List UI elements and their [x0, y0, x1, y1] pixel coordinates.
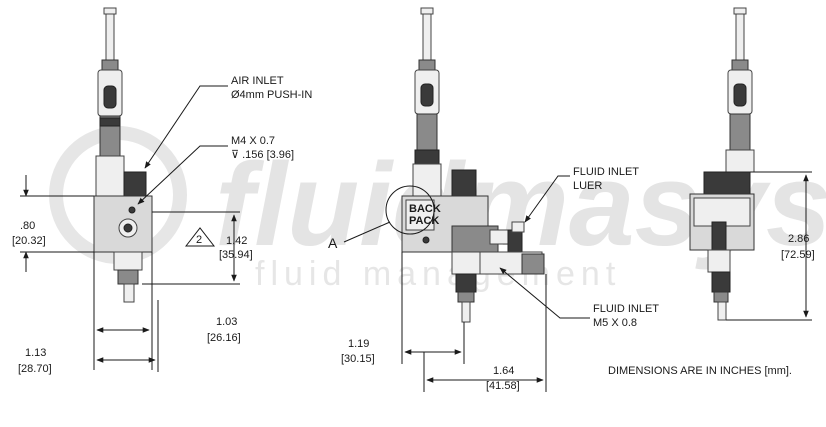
dim-119-in: 1.19 [348, 338, 369, 350]
dimension-lines [20, 171, 812, 392]
middle-view: BACK PACK [385, 7, 545, 323]
fluid-inlet-luer-label: FLUID INLET [573, 166, 639, 178]
right-view [689, 7, 755, 321]
left-view [93, 7, 153, 303]
air-inlet-size: Ø4mm PUSH-IN [231, 89, 312, 101]
dim-080-mm: [20.32] [12, 235, 46, 247]
back-pack-label-2: PACK [409, 215, 439, 227]
dim-119-mm: [30.15] [341, 353, 375, 365]
dim-103-in: 1.03 [216, 316, 237, 328]
dim-286-in: 2.86 [788, 233, 809, 245]
dim-103-mm: [26.16] [207, 332, 241, 344]
note-2-label: 2 [196, 234, 202, 246]
detail-a-circle [385, 185, 435, 235]
dim-164-in: 1.64 [493, 365, 514, 377]
note-2-triangle: 2 [184, 227, 216, 247]
callout-labels: AIR INLET Ø4mm PUSH-IN M4 X 0.7 ⊽ .156 [… [231, 75, 659, 329]
dim-142-in: 1.42 [226, 235, 247, 247]
dim-113-mm: [28.70] [18, 363, 52, 375]
fluid-inlet-luer-type: LUER [573, 180, 602, 192]
dim-142-mm: [35.94] [219, 249, 253, 261]
dimension-labels: .80 [20.32] 1.42 [35.94] 1.03 [26.16] 1.… [12, 220, 815, 392]
watermark-tagline: fluid management [255, 255, 621, 293]
dim-080-in: .80 [20, 220, 35, 232]
thread-label: M4 X 0.7 [231, 135, 275, 147]
air-inlet-label: AIR INLET [231, 75, 284, 87]
callout-leaders [137, 85, 590, 319]
dimensions-note: DIMENSIONS ARE IN INCHES [mm]. [608, 365, 792, 377]
back-pack-label-1: BACK [409, 203, 441, 215]
dim-113-in: 1.13 [25, 347, 46, 359]
fluid-inlet-m5-thread: M5 X 0.8 [593, 317, 637, 329]
thread-depth: ⊽ .156 [3.96] [231, 149, 294, 161]
fluid-inlet-m5-label: FLUID INLET [593, 303, 659, 315]
detail-a-label: A [328, 235, 338, 251]
dim-286-mm: [72.59] [781, 249, 815, 261]
dim-164-mm: [41.58] [486, 380, 520, 392]
